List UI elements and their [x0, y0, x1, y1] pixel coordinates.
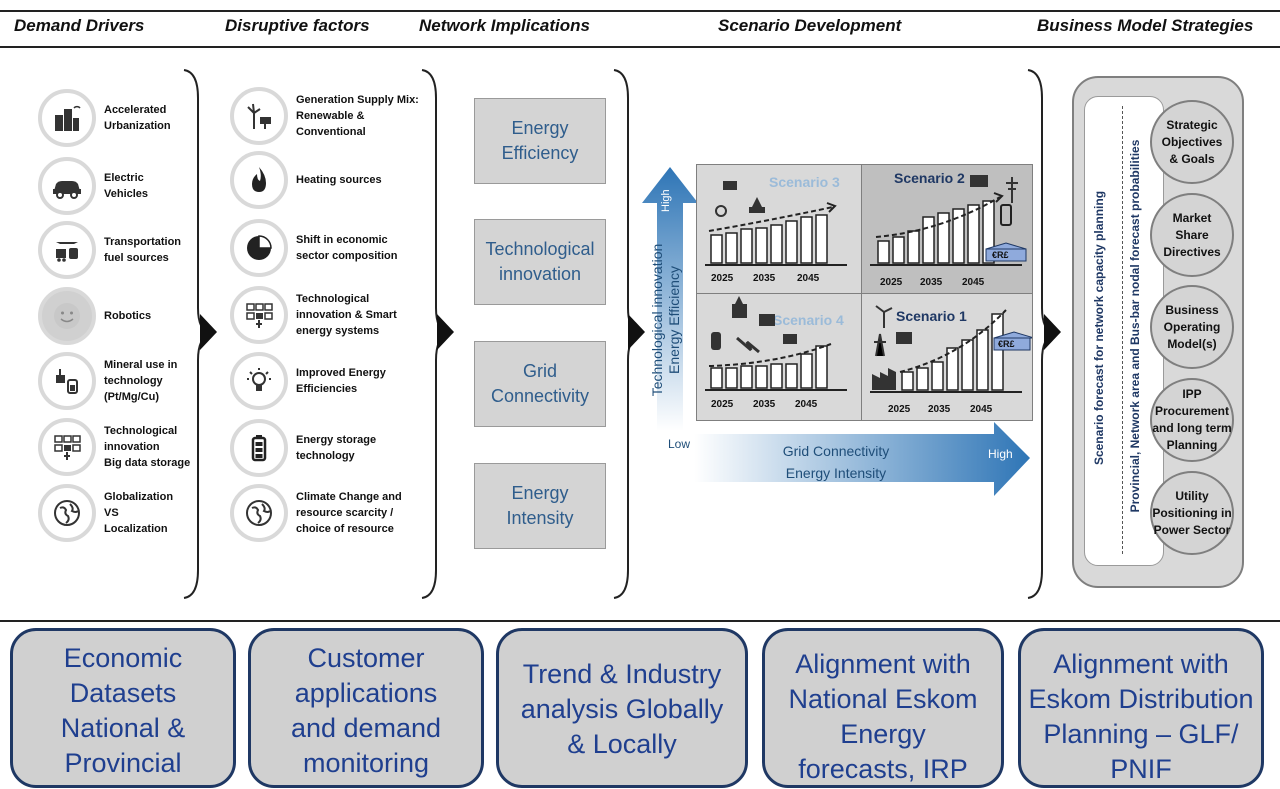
- business-circle-strategic: Strategic Objectives & Goals: [1150, 100, 1234, 184]
- bottom-box-eskom-distribution: Alignment with Eskom Distribution Planni…: [1018, 628, 1264, 788]
- smiley-icon: [38, 287, 96, 345]
- scenario-1-title: Scenario 1: [896, 308, 967, 324]
- header-rule: [0, 46, 1280, 48]
- car-icon: [38, 157, 96, 215]
- list-item: Globalization VS Localization: [38, 484, 173, 542]
- transport-icon: [38, 221, 96, 279]
- horizontal-axis-label: Grid Connectivity Energy Intensity: [782, 443, 890, 481]
- list-item: Climate Change and resource scarcity / c…: [230, 484, 402, 542]
- network-energy-efficiency: Energy Efficiency: [474, 98, 606, 184]
- list-item: Transportation fuel sources: [38, 221, 181, 279]
- mineral-icon: [38, 352, 96, 410]
- flow-arrow-4: [1044, 314, 1061, 350]
- network-technological-innovation: Technological innovation: [474, 219, 606, 305]
- vertical-axis-label: Technological innovation Energy Efficien…: [649, 243, 682, 397]
- scenario-4-title: Scenario 4: [773, 312, 844, 328]
- scenario-4-bars: [705, 296, 847, 391]
- wind-solar-icon: [230, 87, 288, 145]
- vertical-text-inner: Scenario forecast for network capacity p…: [1092, 190, 1106, 466]
- bottom-rule: [0, 620, 1280, 622]
- list-item: Accelerated Urbanization: [38, 89, 171, 147]
- flow-arrow-1: [200, 314, 217, 350]
- horizontal-axis-high: High: [988, 447, 1013, 461]
- scenario-2-title: Scenario 2: [894, 170, 965, 186]
- header-business-model: Business Model Strategies: [1037, 16, 1254, 35]
- scenario-4-panel: Scenario 4 2025 2035 2045: [696, 293, 864, 421]
- list-item: Technological innovation Big data storag…: [38, 418, 190, 476]
- bottom-box-trend-analysis: Trend & Industry analysis Globally & Loc…: [496, 628, 748, 788]
- bottom-box-national-eskom: Alignment with National Eskom Energy for…: [762, 628, 1004, 788]
- business-circle-operating-model: Business Operating Model(s): [1150, 285, 1234, 369]
- list-item: Robotics: [38, 287, 151, 345]
- globe-icon: [230, 484, 288, 542]
- business-circle-market-share: Market Share Directives: [1150, 193, 1234, 277]
- forecast-divider: [1122, 106, 1124, 554]
- flow-arrow-3: [628, 314, 645, 350]
- network-energy-intensity: Energy Intensity: [474, 463, 606, 549]
- lightbulb-icon: [230, 352, 288, 410]
- globe-icon: [38, 484, 96, 542]
- scenario-3-title: Scenario 3: [769, 174, 840, 190]
- top-rule: [0, 10, 1280, 12]
- list-item: Generation Supply Mix: Renewable & Conve…: [230, 87, 419, 145]
- flame-icon: [230, 151, 288, 209]
- list-item: Technological innovation & Smart energy …: [230, 286, 397, 344]
- vertical-axis-arrow: [642, 167, 698, 431]
- list-item: Shift in economic sector composition: [230, 219, 397, 277]
- list-item: Mineral use in technology (Pt/Mg/Cu): [38, 352, 177, 410]
- vertical-axis-high: High: [660, 189, 672, 212]
- network-grid-connectivity: Grid Connectivity: [474, 341, 606, 427]
- scenario-3-bars: [705, 181, 847, 266]
- smart-grid-icon: [38, 418, 96, 476]
- bottom-box-economic-datasets: Economic Datasets National & Provincial: [10, 628, 236, 788]
- list-item: Improved Energy Efficiencies: [230, 352, 386, 410]
- scenario-1-bars: [870, 305, 1032, 393]
- pie-chart-icon: [230, 219, 288, 277]
- header-disruptive-factors: Disruptive factors: [225, 16, 370, 35]
- axis-low-label: Low: [668, 437, 691, 451]
- battery-icon: [230, 419, 288, 477]
- scenario-1-panel: Scenario 1 €R£ 2025 2035 2045: [861, 293, 1033, 421]
- flow-arrow-2: [437, 314, 454, 350]
- business-circle-ipp: IPP Procurement and long term Planning: [1150, 378, 1234, 462]
- scenario-3-panel: Scenario 3 2025 2035 2045: [696, 164, 864, 296]
- header-scenario-development: Scenario Development: [718, 16, 902, 35]
- scenario-2-bars: [870, 175, 1027, 266]
- business-circle-utility: Utility Positioning in Power Sector: [1150, 471, 1234, 555]
- currency-badge-2: €R£: [992, 250, 1009, 260]
- smart-grid-icon: [230, 286, 288, 344]
- city-icon: [38, 89, 96, 147]
- list-item: Electric Vehicles: [38, 157, 148, 215]
- bottom-box-customer-applications: Customer applications and demand monitor…: [248, 628, 484, 788]
- horizontal-axis-arrow: [694, 422, 1030, 496]
- scenario-2-panel: Scenario 2 €R£ 2025 2035 2045: [861, 164, 1033, 296]
- list-item: Heating sources: [230, 151, 382, 209]
- currency-badge-1: €R£: [998, 339, 1015, 349]
- header-demand-drivers: Demand Drivers: [14, 16, 145, 35]
- vertical-text-outer: Provincial, Network area and Bus-bar nod…: [1128, 139, 1142, 513]
- header-network-implications: Network Implications: [419, 16, 590, 35]
- list-item: Energy storage technology: [230, 419, 376, 477]
